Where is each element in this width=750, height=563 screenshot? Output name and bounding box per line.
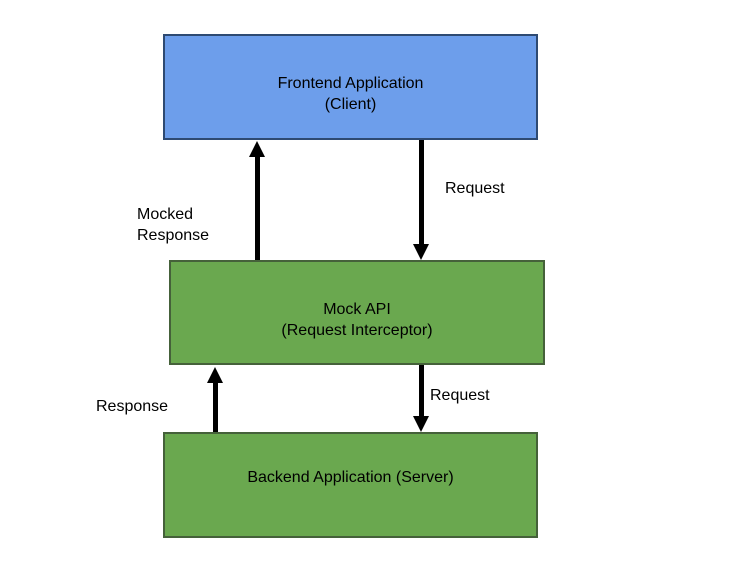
mocked-response-arrow-line bbox=[254, 155, 260, 260]
request-top-arrow-line bbox=[418, 140, 424, 244]
backend-application-box: Backend Application (Server) bbox=[163, 432, 538, 538]
request-top-label: Request bbox=[445, 180, 505, 197]
backend-box-label: Backend Application (Server) bbox=[247, 468, 453, 489]
request-bottom-arrow-line bbox=[418, 365, 424, 416]
response-label: Response bbox=[96, 398, 169, 415]
mocked-response-label: Mocked Response bbox=[137, 206, 210, 244]
request-bottom-arrowhead-down-icon bbox=[413, 416, 429, 432]
mock-api-box-label-line1: Mock API bbox=[323, 300, 391, 318]
mock-api-box: Mock API (Request Interceptor) bbox=[169, 260, 545, 365]
mock-api-box-label-line2: (Request Interceptor) bbox=[281, 321, 433, 339]
backend-box-label-line1: Backend Application (Server) bbox=[247, 468, 454, 486]
frontend-application-box: Frontend Application (Client) bbox=[163, 34, 538, 140]
mocked-response-arrowhead-up-icon bbox=[249, 141, 265, 157]
frontend-box-label: Frontend Application (Client) bbox=[278, 74, 424, 116]
request-bottom-label: Request bbox=[430, 387, 490, 404]
response-arrowhead-up-icon bbox=[207, 367, 223, 383]
mock-api-box-label: Mock API (Request Interceptor) bbox=[281, 300, 432, 342]
response-arrow-line bbox=[212, 381, 218, 432]
frontend-box-label-line1: Frontend Application bbox=[277, 75, 424, 93]
frontend-box-label-line2: (Client) bbox=[324, 96, 377, 113]
request-top-arrowhead-down-icon bbox=[413, 244, 429, 260]
